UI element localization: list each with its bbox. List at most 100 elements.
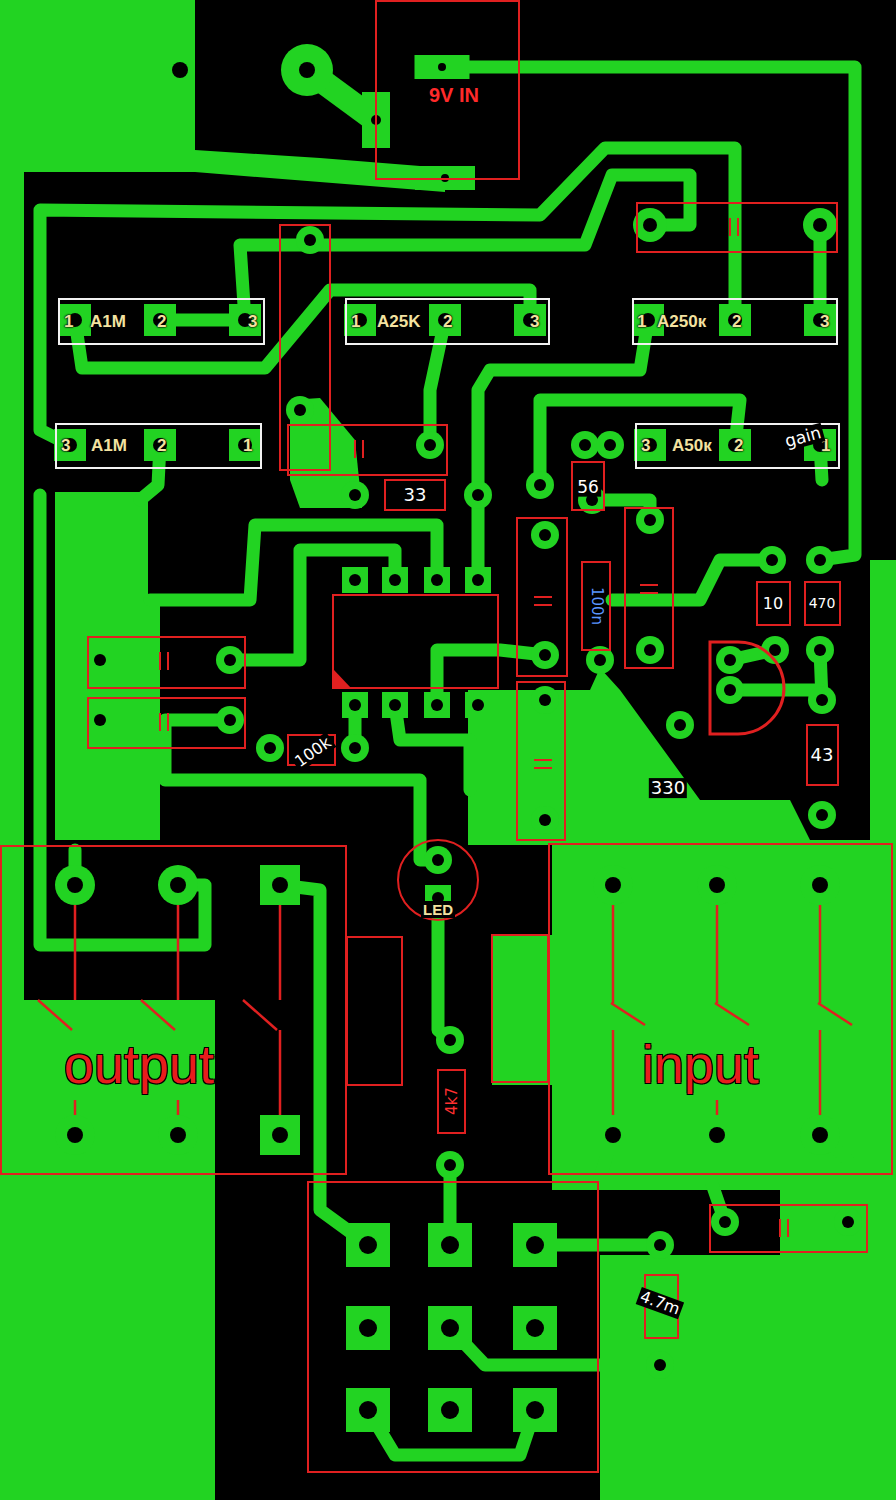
capacitor-symbol — [729, 218, 731, 236]
solder-pad — [341, 481, 369, 509]
potentiometer: 1A250к23 — [632, 298, 838, 345]
drill-hole — [349, 699, 361, 711]
pin-number: 3 — [820, 312, 829, 332]
solder-pad — [382, 567, 408, 593]
capacitor-symbol — [159, 713, 161, 731]
solder-pad — [633, 208, 667, 242]
switch-symbol — [716, 1100, 719, 1115]
solder-pad — [87, 647, 113, 673]
resistor-value: 100k — [290, 732, 336, 772]
solder-pad — [636, 636, 664, 664]
drill-hole — [172, 62, 188, 78]
drill-hole — [766, 554, 778, 566]
drill-hole — [359, 1236, 377, 1254]
solder-pad — [596, 431, 624, 459]
solder-pad — [806, 636, 834, 664]
capacitor-symbol — [534, 767, 552, 769]
drill-hole — [304, 234, 316, 246]
drill-hole — [719, 1216, 731, 1228]
copper-fill — [0, 0, 445, 1500]
drill-hole — [299, 62, 315, 78]
solder-pad — [531, 686, 559, 714]
drill-hole — [605, 1127, 621, 1143]
drill-hole — [526, 1236, 544, 1254]
switch-symbol — [819, 1030, 822, 1115]
solder-pad — [465, 692, 491, 718]
pin-number: 2 — [734, 436, 743, 456]
drill-hole — [643, 218, 657, 232]
solder-pad — [711, 1208, 739, 1236]
drill-hole — [709, 1127, 725, 1143]
pin-number: 1 — [64, 312, 73, 332]
capacitor-symbol — [737, 218, 739, 236]
pin-number: 3 — [530, 312, 539, 332]
solder-pad — [636, 506, 664, 534]
drill-hole — [441, 1236, 459, 1254]
drill-hole — [170, 877, 186, 893]
drill-hole — [431, 699, 443, 711]
drill-hole — [812, 877, 828, 893]
silkscreen-outline — [288, 425, 447, 475]
capacitor-symbol — [362, 440, 364, 458]
drill-hole — [654, 1359, 666, 1371]
pin-number: 2 — [157, 436, 166, 456]
solder-pad — [229, 304, 261, 336]
solder-pad — [429, 304, 461, 336]
power-jack: 9V IN — [375, 0, 520, 180]
drill-hole — [526, 1319, 544, 1337]
drill-hole — [294, 404, 306, 416]
solder-pad — [531, 521, 559, 549]
capacitor-value: 100n — [589, 585, 606, 627]
solder-pad — [344, 304, 376, 336]
drill-hole — [579, 439, 591, 451]
drill-hole — [605, 877, 621, 893]
solder-pad — [513, 1223, 557, 1267]
solder-pad — [806, 546, 834, 574]
drill-hole — [441, 1401, 459, 1419]
drill-hole — [432, 854, 444, 866]
part-value: A1M — [90, 312, 126, 332]
drill-hole — [813, 218, 827, 232]
drill-hole — [594, 654, 606, 666]
copper-fill — [55, 492, 160, 840]
solder-pad — [428, 1223, 472, 1267]
resistor-value: 33 — [402, 485, 429, 505]
drill-hole — [224, 714, 236, 726]
drill-hole — [264, 742, 276, 754]
solder-pad — [424, 692, 450, 718]
solder-pad — [716, 646, 744, 674]
copper-trace — [75, 290, 530, 368]
pin-number: 1 — [637, 312, 646, 332]
copper-trace — [478, 320, 648, 580]
drill-hole — [94, 714, 106, 726]
part-value: A50к — [672, 436, 712, 456]
copper-trace — [445, 67, 855, 560]
led-outline: LED — [396, 838, 480, 922]
switch-symbol — [177, 905, 180, 1000]
pin-number: 3 — [641, 436, 650, 456]
led-circle — [398, 840, 478, 920]
drill-hole — [709, 877, 725, 893]
silkscreen-outline — [517, 682, 565, 840]
drill-hole — [812, 1127, 828, 1143]
solder-pad — [834, 1208, 862, 1236]
drill-hole — [539, 649, 551, 661]
drill-hole — [349, 489, 361, 501]
solder-pad — [428, 1306, 472, 1350]
switch-symbol — [38, 1000, 72, 1030]
drill-hole — [272, 1127, 288, 1143]
capacitor-symbol — [787, 1219, 789, 1237]
solder-pad — [54, 429, 86, 461]
solder-pad — [424, 567, 450, 593]
part-value: A25K — [377, 312, 420, 332]
silkscreen-outline — [805, 582, 840, 625]
drill-hole — [389, 699, 401, 711]
solder-pad — [465, 567, 491, 593]
solder-pad — [758, 546, 786, 574]
solder-pad — [346, 1223, 390, 1267]
switch-symbol — [611, 1003, 645, 1025]
resistor-value: 10 — [761, 595, 785, 613]
ic-pin-marker — [334, 670, 351, 688]
part-label: input — [642, 1037, 759, 1091]
